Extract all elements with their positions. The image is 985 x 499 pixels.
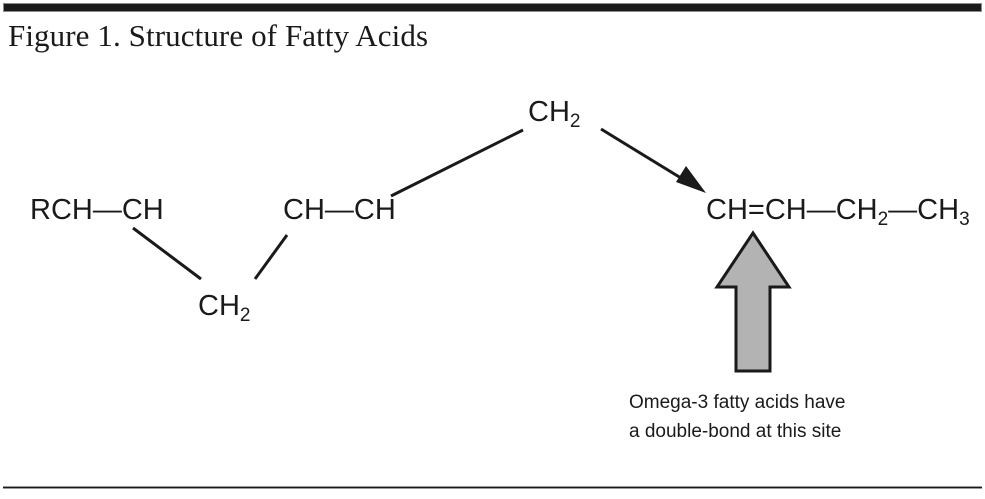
bond-left-up bbox=[253, 234, 289, 280]
bond-middle-up bbox=[390, 128, 524, 198]
pointer-arrow-head bbox=[676, 166, 706, 193]
formula-top-ch2: CH2 bbox=[528, 96, 581, 132]
formula-lower-ch2-main: CH bbox=[198, 290, 240, 322]
formula-left-chain: RCH—CH bbox=[30, 194, 164, 226]
formula-lower-ch2-subscript: 2 bbox=[239, 305, 251, 326]
formula-top-ch2-main: CH bbox=[528, 96, 570, 128]
bottom-rule-divider bbox=[3, 486, 982, 489]
figure-title: Figure 1. Structure of Fatty Acids bbox=[8, 18, 429, 53]
formula-right-chain: CH=CH—CH2—CH3 bbox=[706, 194, 970, 230]
callout-caption-line-1: Omega-3 fatty acids have bbox=[629, 392, 846, 413]
callout-caption-line-2: a double-bond at this site bbox=[629, 421, 842, 442]
formula-top-ch2-subscript: 2 bbox=[569, 111, 581, 132]
formula-right-chain-subscript2: 3 bbox=[959, 209, 970, 230]
callout-block-arrow bbox=[714, 230, 792, 373]
bond-left-down bbox=[132, 226, 202, 281]
callout-caption: Omega-3 fatty acids have a double-bond a… bbox=[629, 388, 846, 446]
top-rule-divider bbox=[3, 3, 982, 12]
formula-middle-chain: CH—CH bbox=[283, 194, 396, 226]
pointer-arrow-shaft bbox=[600, 127, 695, 188]
formula-right-chain-subscript1: 2 bbox=[877, 209, 889, 230]
formula-lower-ch2: CH2 bbox=[198, 290, 251, 326]
formula-right-chain-part1: CH=CH—CH bbox=[706, 194, 878, 226]
formula-right-chain-part2: —CH bbox=[888, 194, 960, 226]
